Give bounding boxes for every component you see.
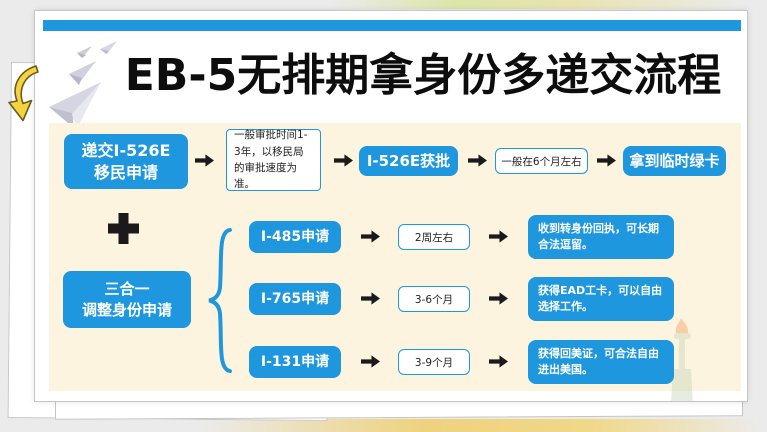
note-approval-time: 一般审批时间1-3年，以移民局的审批速度为准。 [226, 129, 321, 191]
page-title: EB-5无排期拿身份多递交流程 [124, 50, 722, 101]
paper-planes-icon [49, 41, 117, 128]
step-i131: I-131申请 [249, 346, 341, 378]
flow-arrow-icon [361, 230, 380, 243]
flow-arrow-icon [361, 292, 380, 305]
plus-icon [108, 213, 139, 244]
result-i485: 收到转身份回执，可长期合法逗留。 [528, 215, 674, 259]
result-i131: 获得回美证，可合法自由进出美国。 [528, 340, 674, 384]
step-three-in-one-line2: 调整身份申请 [81, 300, 172, 319]
curly-brace-icon [208, 227, 232, 374]
flowchart-panel: 递交I-526E 移民申请 一般审批时间1-3年，以移民局的审批速度为准。 I-… [49, 123, 741, 401]
flow-arrow-icon [361, 355, 380, 368]
result-i765: 获得EAD工卡，可以自由选择工作。 [528, 277, 674, 321]
bottom-glow-band [200, 419, 760, 432]
statue-of-liberty-watermark-icon [671, 318, 693, 401]
step-three-in-one-line1: 三合一 [104, 280, 150, 299]
step-i526e-approved: I-526E获批 [359, 146, 458, 176]
step-i485: I-485申请 [249, 221, 341, 253]
duration-i485: 2周左右 [398, 224, 470, 250]
duration-i131: 3-9个月 [398, 349, 470, 375]
flow-arrow-icon [489, 355, 508, 368]
note-six-months: 一般在6个月左右 [495, 148, 588, 174]
flow-arrow-icon [597, 154, 616, 167]
step-temp-green-card: 拿到临时绿卡 [623, 146, 726, 176]
step-i765: I-765申请 [249, 283, 341, 315]
step-three-in-one: 三合一 调整身份申请 [63, 271, 191, 328]
flow-arrow-icon [489, 292, 508, 305]
curved-arrow-doodle-icon [8, 65, 39, 122]
flow-arrow-icon [195, 154, 214, 167]
step-submit-i526e: 递交I-526E 移民申请 [64, 134, 188, 189]
duration-i765: 3-6个月 [398, 286, 470, 312]
step-submit-i526e-line1: 递交I-526E [81, 140, 171, 160]
accent-bar [43, 20, 741, 31]
flow-arrow-icon [489, 230, 508, 243]
main-slide-card: EB-5无排期拿身份多递交流程 递交I-526E [34, 10, 748, 402]
flow-arrow-icon [334, 154, 353, 167]
top-glow-band [330, 0, 767, 9]
flow-arrow-icon [468, 154, 487, 167]
step-submit-i526e-line2: 移民申请 [93, 162, 158, 182]
